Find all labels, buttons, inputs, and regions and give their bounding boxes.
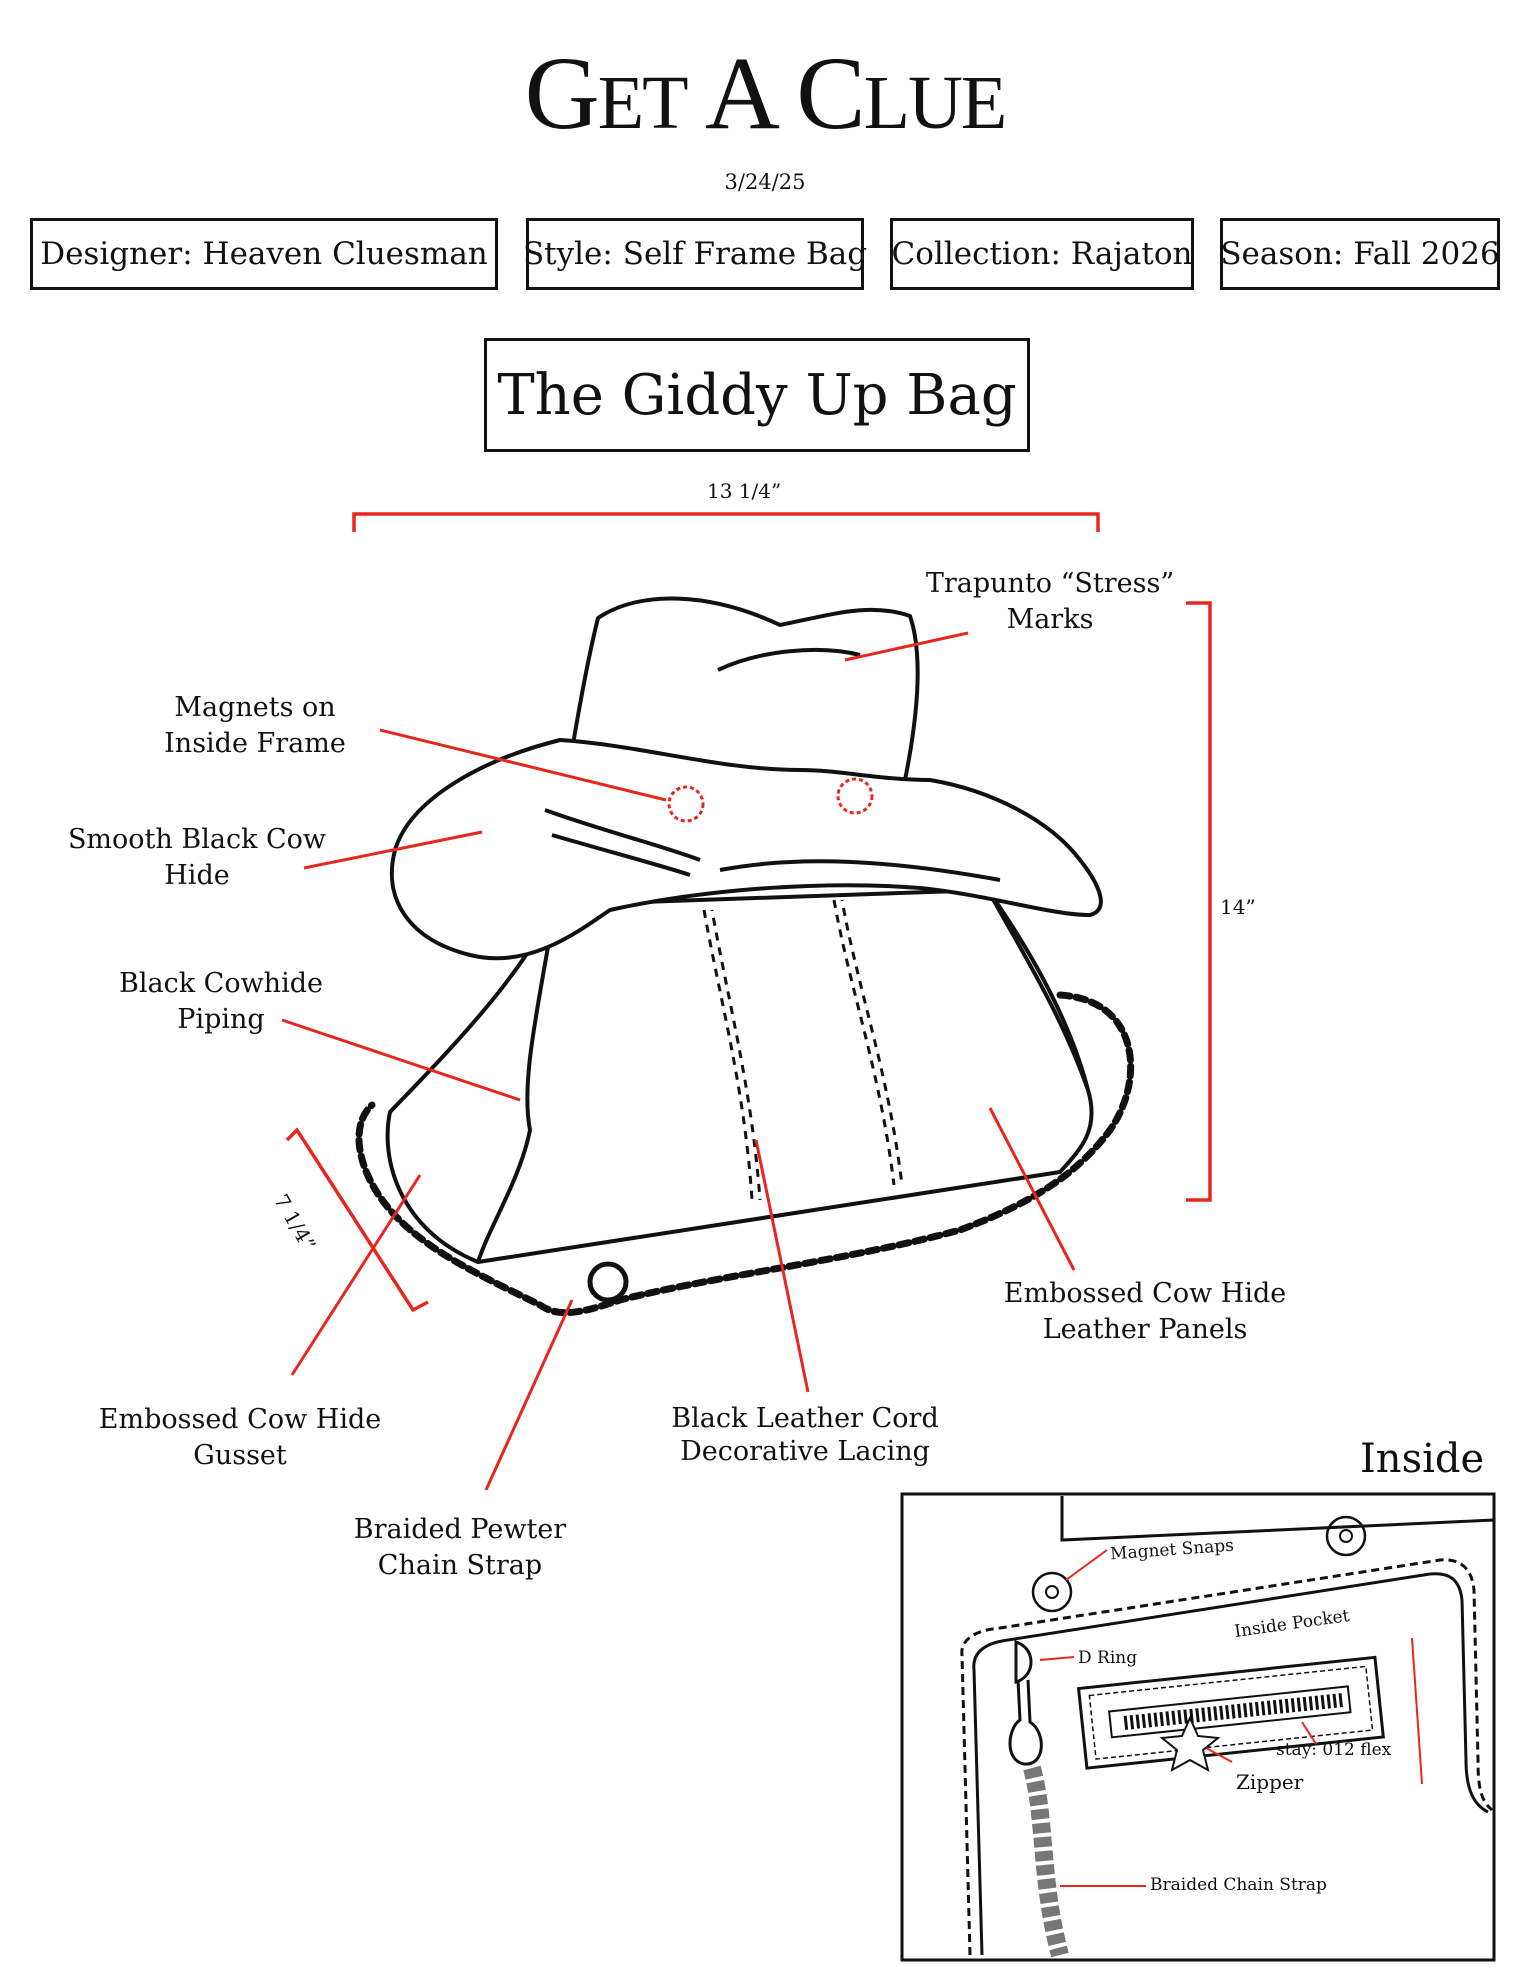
lacing-drawing [702, 899, 904, 1201]
designer-key: Designer: [40, 236, 193, 272]
height-bracket [1186, 601, 1212, 1202]
inside-braided-chain [1023, 1765, 1069, 1958]
brand-text: GET A CLUE [524, 36, 1008, 151]
width-bracket [352, 512, 1100, 532]
label-braided-chain-strap: Braided Chain Strap [1150, 1875, 1327, 1895]
chain-knot [587, 1261, 629, 1303]
designer-value: Heaven Cluesman [202, 236, 488, 272]
style-box: Style: Self Frame Bag [522, 218, 868, 290]
label-d-ring: D Ring [1078, 1648, 1138, 1668]
magnet-dot-left [667, 785, 705, 823]
depth-bracket [285, 1127, 429, 1313]
width-label: 13 1/4” [707, 479, 782, 503]
zipper-pull-star [1159, 1715, 1221, 1772]
bag-title-box: The Giddy Up Bag [484, 338, 1030, 452]
height-label: 14” [1220, 895, 1256, 919]
magnet-snap-left [1031, 1571, 1073, 1613]
season-box: Season: Fall 2026 [1220, 218, 1500, 290]
d-ring-drawing [1014, 1639, 1033, 1685]
label-zipper: Zipper [1236, 1770, 1304, 1794]
style-value: Self Frame Bag [622, 236, 868, 272]
season-key: Season: [1220, 236, 1344, 272]
hat-brim-drawing [389, 648, 1103, 961]
bag-body-drawing [385, 888, 1094, 1264]
collection-box: Collection: Rajaton [890, 218, 1194, 290]
label-stay: stay: 012 flex [1276, 1740, 1392, 1760]
sheet-date: 3/24/25 [724, 170, 806, 194]
inside-flap [1060, 1496, 1495, 1542]
inside-bag-outline [960, 1558, 1494, 1956]
chain-strap-drawing [355, 991, 1135, 1317]
collection-key: Collection: [891, 236, 1061, 272]
designer-box: Designer: Heaven Cluesman [30, 218, 498, 290]
callout-leaders [281, 631, 1076, 1491]
clasp-drawing [1008, 1679, 1043, 1766]
brand-title: GET A CLUE [0, 42, 1530, 146]
callout-trapunto: Trapunto “Stress”Marks [925, 568, 1175, 635]
magnet-dot-right [836, 777, 874, 815]
magnet-snap-right [1325, 1515, 1367, 1557]
bag-title: The Giddy Up Bag [497, 362, 1017, 428]
inside-pocket-drawing [1076, 1655, 1385, 1770]
collection-value: Rajaton [1070, 236, 1193, 272]
season-value: Fall 2026 [1353, 236, 1500, 272]
style-key: Style: [522, 236, 613, 272]
inside-title: Inside [1360, 1436, 1485, 1482]
